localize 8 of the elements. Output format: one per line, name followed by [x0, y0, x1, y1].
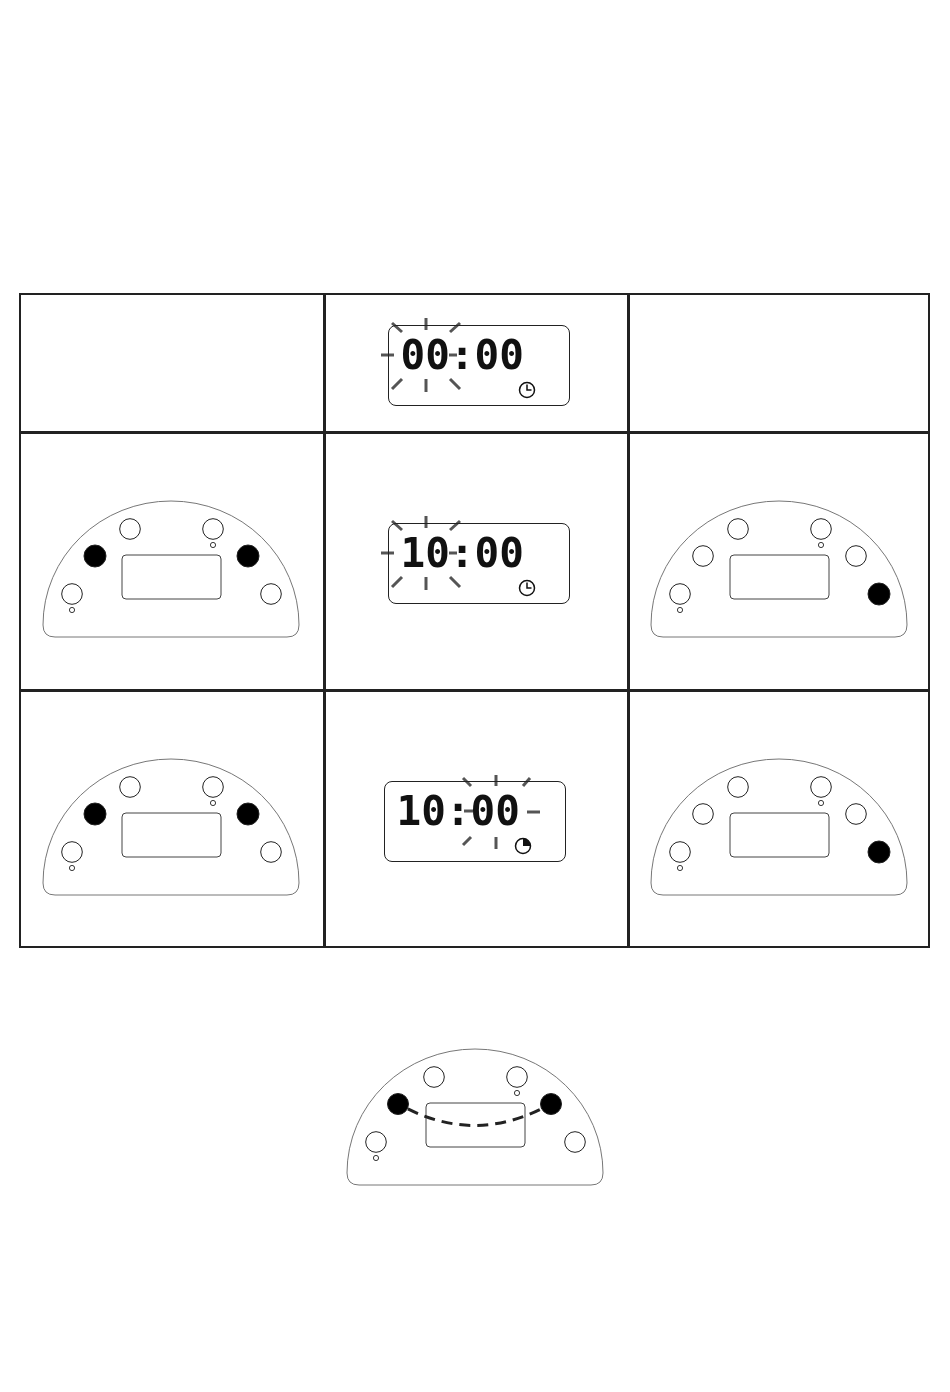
time-readout: 00:00 — [400, 334, 524, 376]
time-readout: 10:00 — [400, 532, 524, 574]
lcd-display — [384, 781, 566, 862]
lcd-display — [388, 523, 570, 604]
lcd-display — [388, 325, 570, 406]
time-readout: 10:00 — [396, 790, 520, 832]
pressed-button-icon — [387, 1093, 409, 1115]
pressed-button-icon — [540, 1093, 562, 1115]
